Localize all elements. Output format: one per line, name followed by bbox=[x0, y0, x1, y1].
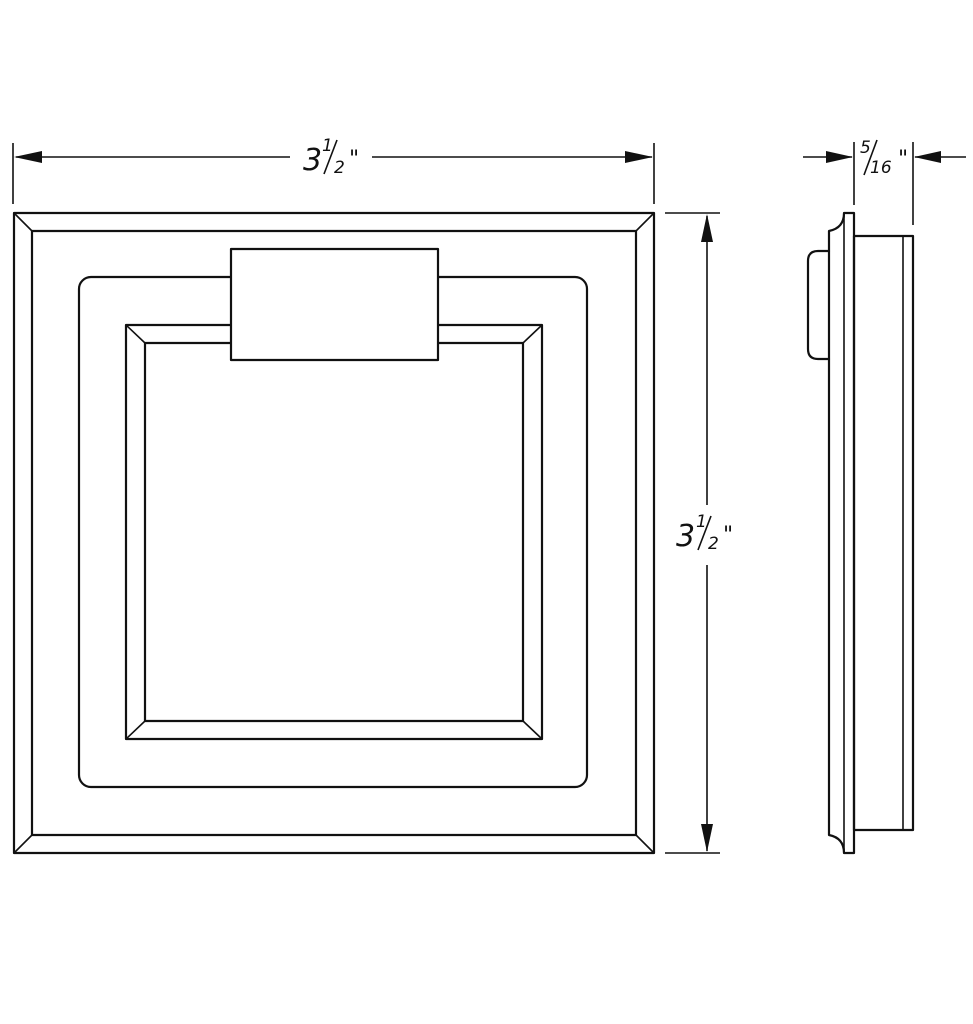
width-numerator: 1 bbox=[322, 136, 333, 156]
depth-unit: " bbox=[898, 147, 908, 172]
depth-denominator: 16 bbox=[870, 158, 892, 178]
side-view bbox=[806, 211, 915, 855]
width-dimension: 3 1 2 " bbox=[12, 136, 655, 204]
mounting-base bbox=[852, 234, 915, 832]
depth-numerator: 5 bbox=[860, 138, 871, 158]
height-numerator: 1 bbox=[696, 512, 707, 532]
ring-outer bbox=[124, 323, 544, 741]
width-whole: 3 bbox=[303, 143, 322, 178]
front-view bbox=[12, 211, 656, 855]
ring-inner bbox=[143, 341, 525, 723]
backplate-profile bbox=[827, 211, 856, 855]
width-denominator: 2 bbox=[334, 158, 345, 178]
backplate-inner bbox=[30, 229, 638, 837]
hinge-block bbox=[229, 247, 440, 362]
backplate-outer bbox=[12, 211, 656, 855]
height-whole: 3 bbox=[676, 519, 695, 554]
depth-dimension: 5 16 " bbox=[803, 138, 966, 225]
height-denominator: 2 bbox=[708, 534, 719, 554]
backplate-bevel-corners bbox=[13, 212, 655, 854]
ring-bevel-corners bbox=[125, 324, 543, 740]
ring-profile bbox=[806, 249, 831, 361]
width-unit: " bbox=[349, 147, 359, 172]
height-unit: " bbox=[723, 523, 733, 548]
height-dimension: 3 1 2 " bbox=[665, 212, 733, 854]
